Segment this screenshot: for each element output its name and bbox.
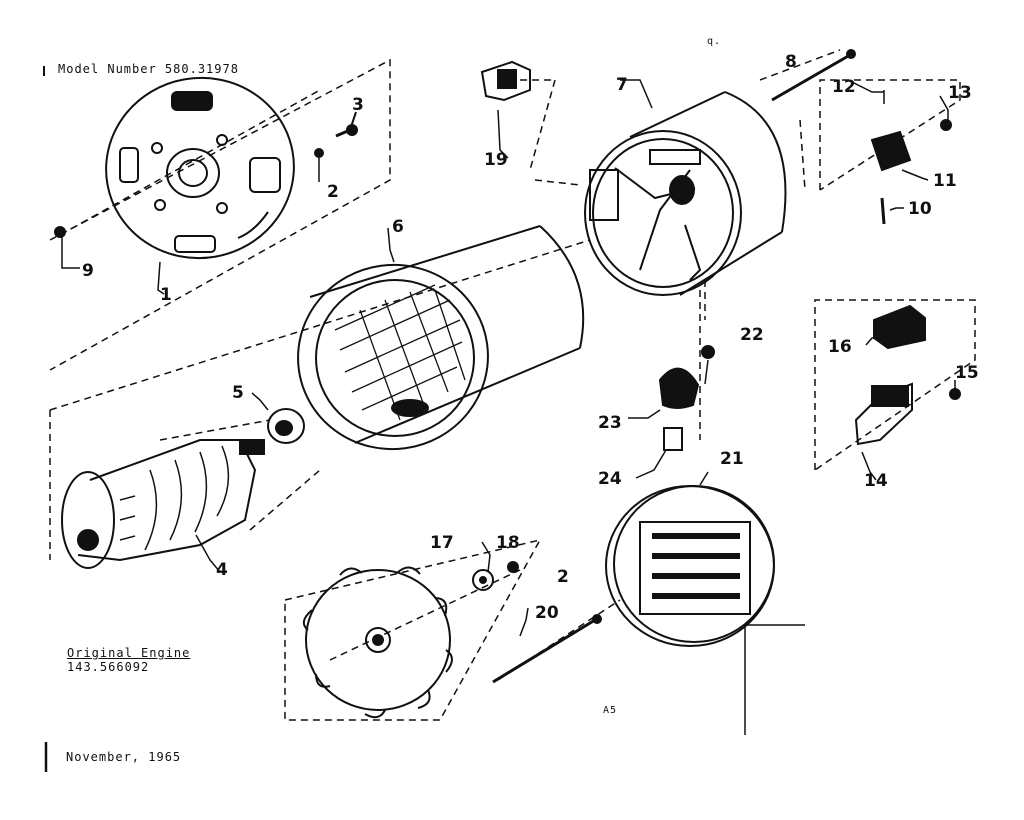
- callout-2-lower: 2: [557, 567, 569, 587]
- field-frame-6: [297, 225, 585, 451]
- callout-12: 12: [832, 77, 856, 97]
- corner-mark: q.: [707, 36, 722, 47]
- screw-10: [880, 197, 886, 225]
- callout-22: 22: [740, 325, 764, 345]
- end-bell-1: [105, 76, 295, 260]
- callout-labels: 1 2 3 9 4 5 6 7 8 19 12 13 11 10 16 15 1…: [82, 52, 979, 623]
- model-number: Model Number 580.31978: [58, 62, 239, 76]
- armature-4: [61, 439, 265, 569]
- callout-23: 23: [598, 413, 622, 433]
- engine-number: 143.566092: [67, 660, 150, 674]
- callout-16: 16: [828, 337, 852, 357]
- screw-3: [335, 111, 358, 138]
- callout-11: 11: [933, 171, 957, 191]
- nut-13: [940, 119, 952, 131]
- callout-24: 24: [598, 469, 622, 489]
- callout-2-top: 2: [327, 182, 339, 202]
- callout-9: 9: [82, 261, 94, 281]
- callout-19: 19: [484, 150, 508, 170]
- callout-21: 21: [720, 449, 744, 469]
- relay-16: [873, 304, 926, 350]
- callout-10: 10: [908, 199, 932, 219]
- assembly-guide-lines: [49, 49, 976, 721]
- cover-21: [605, 485, 775, 647]
- commutator-end-frame-7: [584, 91, 787, 296]
- through-bolt-20: [492, 614, 602, 684]
- callout-3: 3: [352, 95, 364, 115]
- callout-7: 7: [616, 75, 628, 95]
- mounting-plate-14: [854, 382, 913, 446]
- through-bolt-8: [771, 49, 856, 102]
- callout-4: 4: [216, 560, 228, 580]
- callout-8: 8: [785, 52, 797, 72]
- callout-6: 6: [392, 217, 404, 237]
- washer-2: [314, 148, 324, 158]
- callout-17: 17: [430, 533, 454, 553]
- leader-lines: [387, 79, 956, 637]
- callout-5: 5: [232, 383, 244, 403]
- callout-13: 13: [948, 83, 972, 103]
- nut-9: [54, 226, 66, 238]
- fan-17: [302, 566, 453, 719]
- nut-2-lower: [507, 561, 519, 573]
- boot-23: [658, 367, 700, 409]
- engine-heading: Original Engine: [67, 646, 191, 660]
- washer-18: [472, 569, 494, 591]
- page-code: A5: [603, 705, 618, 716]
- brush-holder-19: [480, 60, 531, 102]
- bearing-5: [267, 408, 305, 444]
- switch-bracket-11: [870, 130, 912, 172]
- nut-22: [701, 345, 715, 359]
- callout-14: 14: [864, 471, 888, 491]
- callout-15: 15: [955, 363, 979, 383]
- date-line: November, 1965: [66, 750, 182, 764]
- callout-18: 18: [496, 533, 520, 553]
- callout-1: 1: [160, 285, 172, 305]
- callout-20: 20: [535, 603, 559, 623]
- terminal-24: [663, 427, 683, 451]
